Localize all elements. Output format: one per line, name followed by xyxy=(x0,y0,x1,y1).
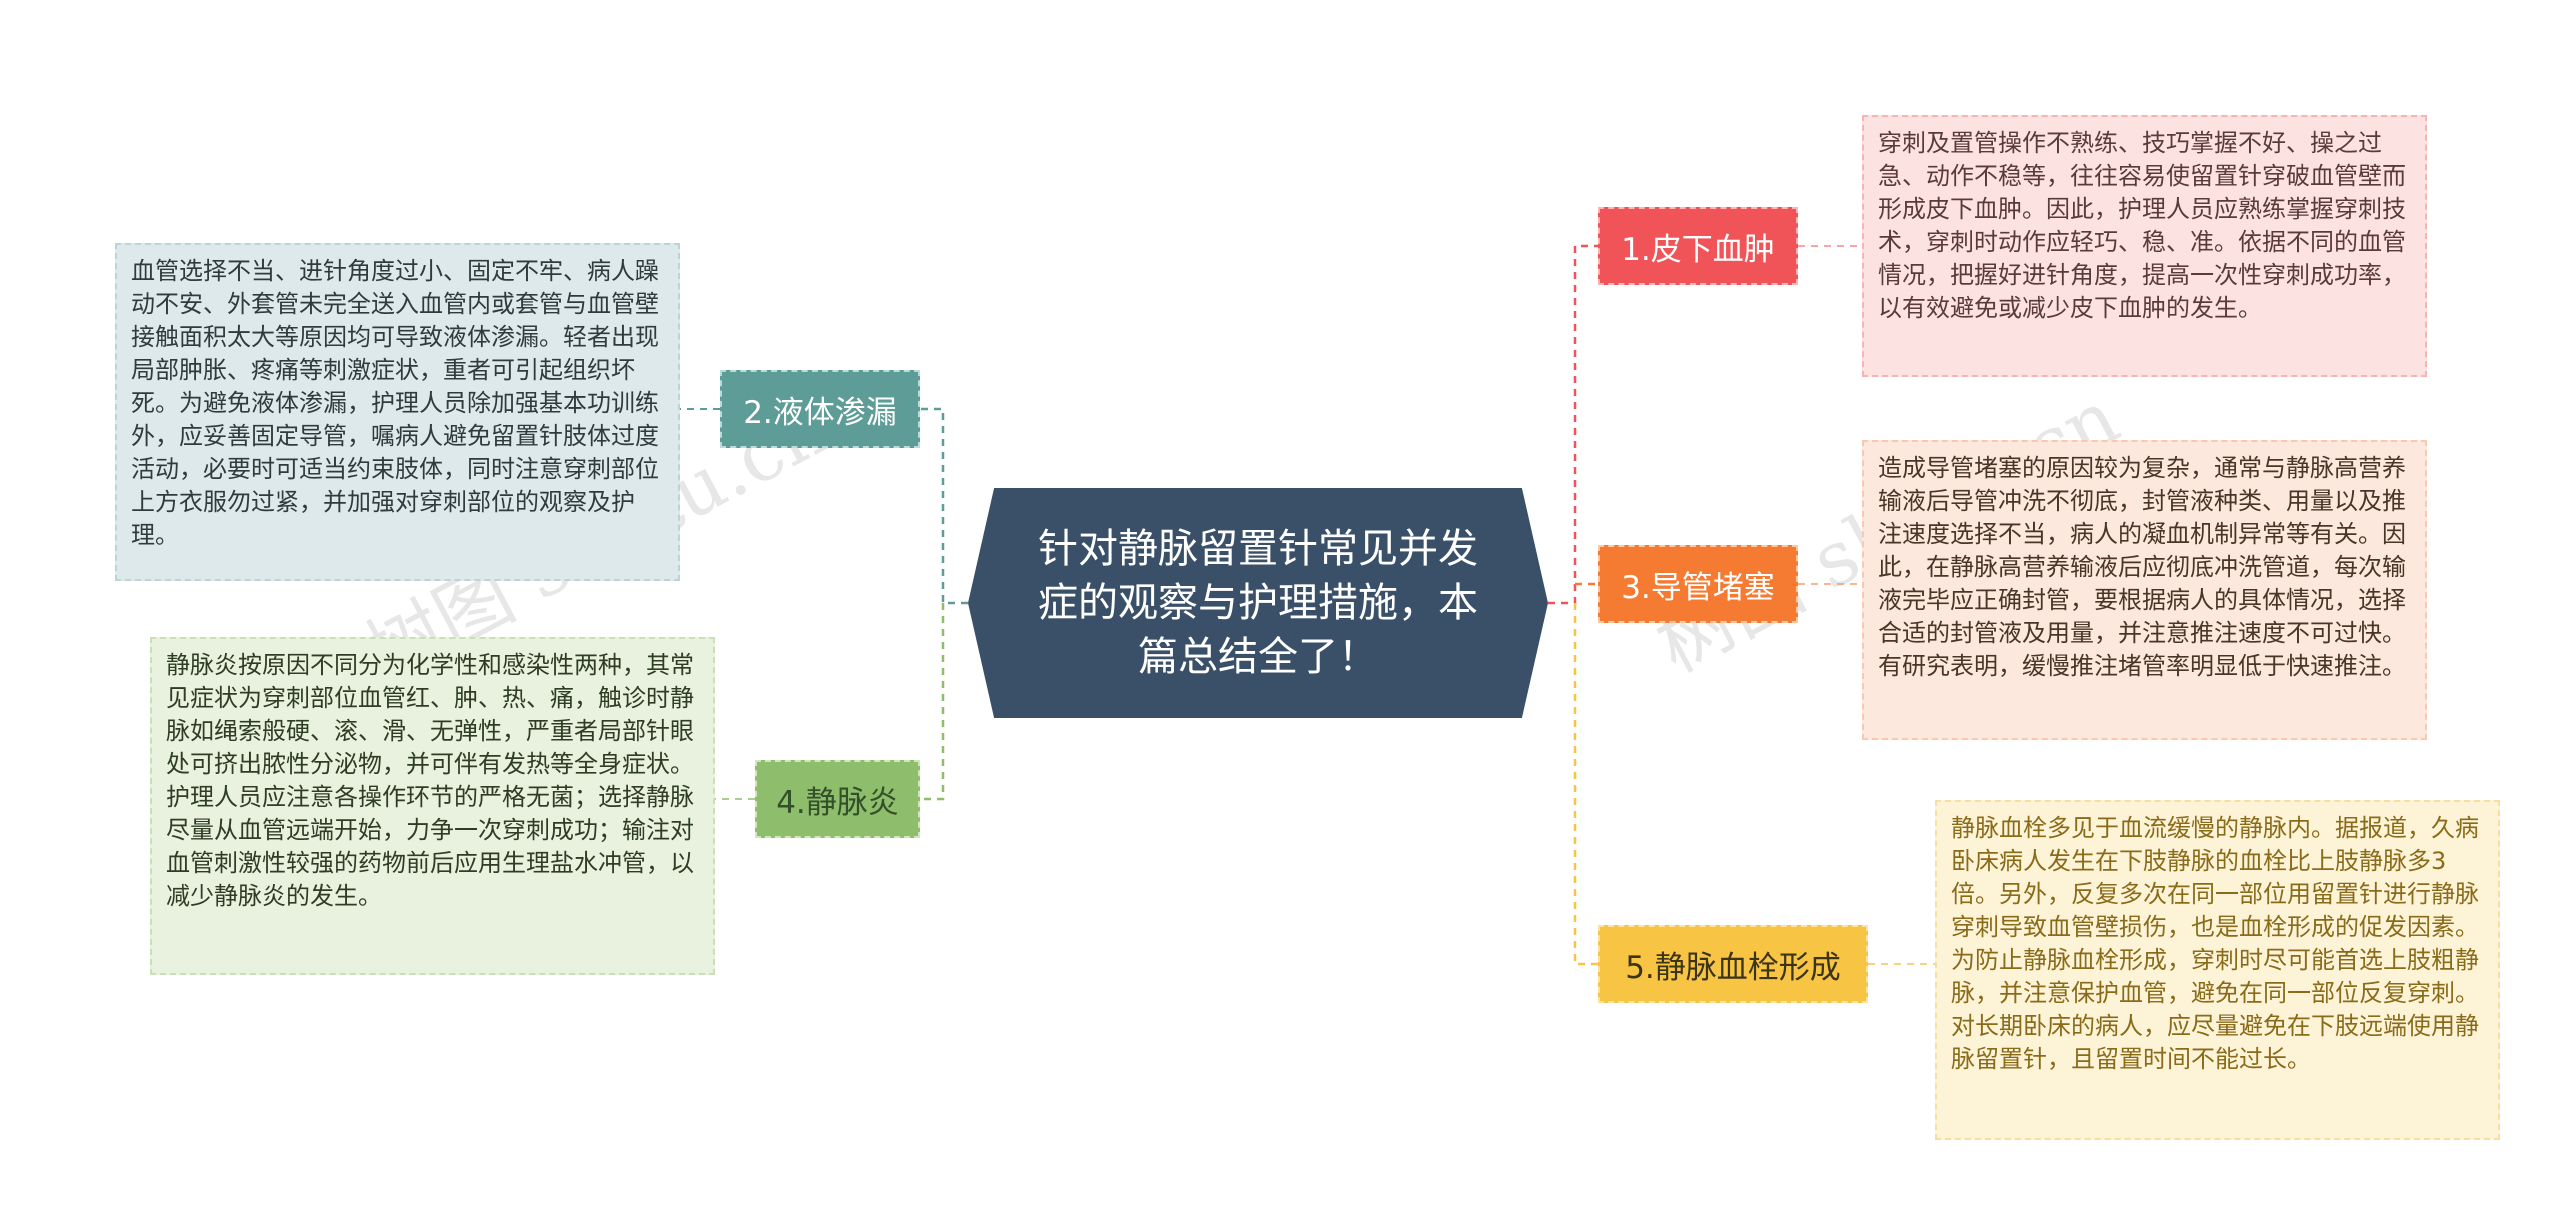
branch-subcutaneous-hematoma[interactable]: 1.皮下血肿 xyxy=(1598,207,1798,285)
branch-label: 5.静脉血栓形成 xyxy=(1625,949,1841,986)
connector-branch-5 xyxy=(1573,603,1598,966)
branch-label: 3.导管堵塞 xyxy=(1621,569,1775,606)
detail-text: 静脉血栓多见于血流缓慢的静脉内。据报道，久病卧床病人发生在下肢静脉的血栓比上肢静… xyxy=(1951,814,2479,1073)
detail-fluid-leakage[interactable]: 血管选择不当、进针角度过小、固定不牢、病人躁动不安、外套管未完全送入血管内或套管… xyxy=(115,243,680,581)
connector-branch-4 xyxy=(920,603,945,801)
branch-fluid-leakage[interactable]: 2.液体渗漏 xyxy=(720,370,920,448)
branch-label: 1.皮下血肿 xyxy=(1621,231,1775,268)
detail-text: 静脉炎按原因不同分为化学性和感染性两种，其常见症状为穿刺部位血管红、肿、热、痛，… xyxy=(166,651,694,910)
branch-label: 2.液体渗漏 xyxy=(743,394,897,431)
detail-subcutaneous-hematoma[interactable]: 穿刺及置管操作不熟练、技巧掌握不好、操之过急、动作不稳等，往往容易使留置针穿破血… xyxy=(1862,115,2427,377)
branch-venous-thrombosis[interactable]: 5.静脉血栓形成 xyxy=(1598,925,1868,1003)
detail-catheter-blockage[interactable]: 造成导管堵塞的原因较为复杂，通常与静脉高营养输液后导管冲洗不彻底，封管液种类、用… xyxy=(1862,440,2427,740)
central-topic[interactable]: 针对静脉留置针常见并发症的观察与护理措施，本篇总结全了！ xyxy=(968,488,1548,718)
connector-branch-1 xyxy=(1548,244,1598,605)
branch-catheter-blockage[interactable]: 3.导管堵塞 xyxy=(1598,545,1798,623)
branch-label: 4.静脉炎 xyxy=(776,784,899,821)
connector-branch-2 xyxy=(920,407,968,605)
detail-text: 穿刺及置管操作不熟练、技巧掌握不好、操之过急、动作不稳等，往往容易使留置针穿破血… xyxy=(1878,129,2406,322)
detail-venous-thrombosis[interactable]: 静脉血栓多见于血流缓慢的静脉内。据报道，久病卧床病人发生在下肢静脉的血栓比上肢静… xyxy=(1935,800,2500,1140)
detail-phlebitis[interactable]: 静脉炎按原因不同分为化学性和感染性两种，其常见症状为穿刺部位血管红、肿、热、痛，… xyxy=(150,637,715,975)
detail-text: 造成导管堵塞的原因较为复杂，通常与静脉高营养输液后导管冲洗不彻底，封管液种类、用… xyxy=(1878,454,2406,680)
detail-text: 血管选择不当、进针角度过小、固定不牢、病人躁动不安、外套管未完全送入血管内或套管… xyxy=(131,257,659,549)
branch-phlebitis[interactable]: 4.静脉炎 xyxy=(755,760,920,838)
central-topic-text: 针对静脉留置针常见并发症的观察与护理措施，本篇总结全了！ xyxy=(1038,526,1478,680)
